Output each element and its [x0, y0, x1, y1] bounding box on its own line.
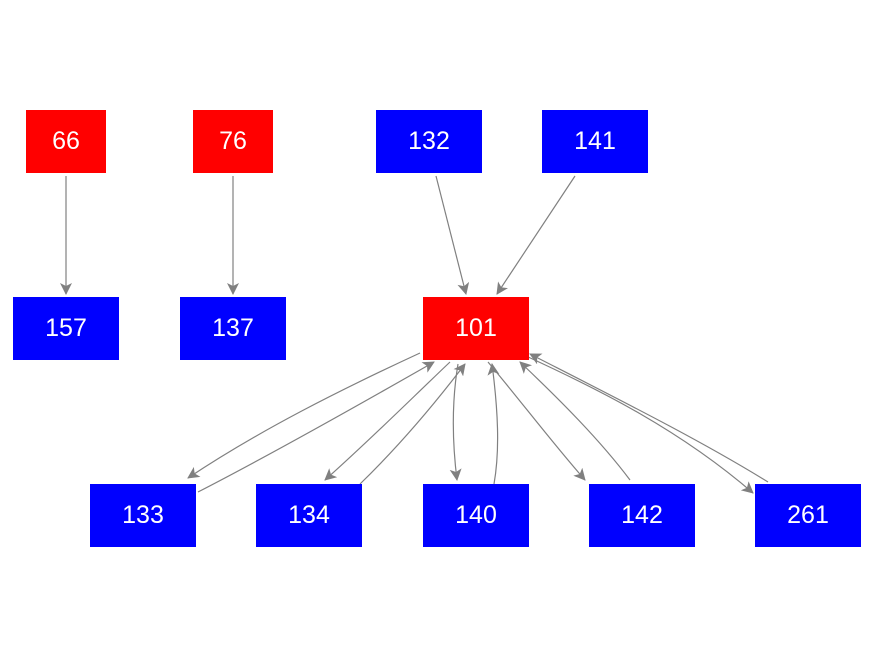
- node-132: 132: [376, 110, 482, 173]
- node-134: 134: [256, 484, 362, 547]
- node-141: 141: [542, 110, 648, 173]
- node-66: 66: [26, 110, 106, 173]
- edge-101-to-133: [187, 352, 421, 479]
- edge-261-to-101: [529, 353, 769, 483]
- edge-141-to-101: [496, 175, 576, 295]
- node-76: 76: [193, 110, 273, 173]
- edge-101-to-261: [525, 355, 754, 494]
- edge-140-to-101: [487, 363, 500, 485]
- node-133: 133: [90, 484, 196, 547]
- edge-101-to-142: [487, 361, 586, 481]
- edge-133-to-101: [197, 361, 435, 493]
- node-137: 137: [180, 297, 286, 360]
- node-140: 140: [423, 484, 529, 547]
- node-261: 261: [755, 484, 861, 547]
- edge-134-to-101: [359, 363, 466, 485]
- edge-132-to-101: [435, 175, 470, 295]
- edge-142-to-101: [519, 361, 631, 481]
- node-157: 157: [13, 297, 119, 360]
- node-142: 142: [589, 484, 695, 547]
- edge-101-to-134: [324, 361, 451, 481]
- node-101: 101: [423, 297, 529, 360]
- edge-101-to-140: [449, 363, 462, 481]
